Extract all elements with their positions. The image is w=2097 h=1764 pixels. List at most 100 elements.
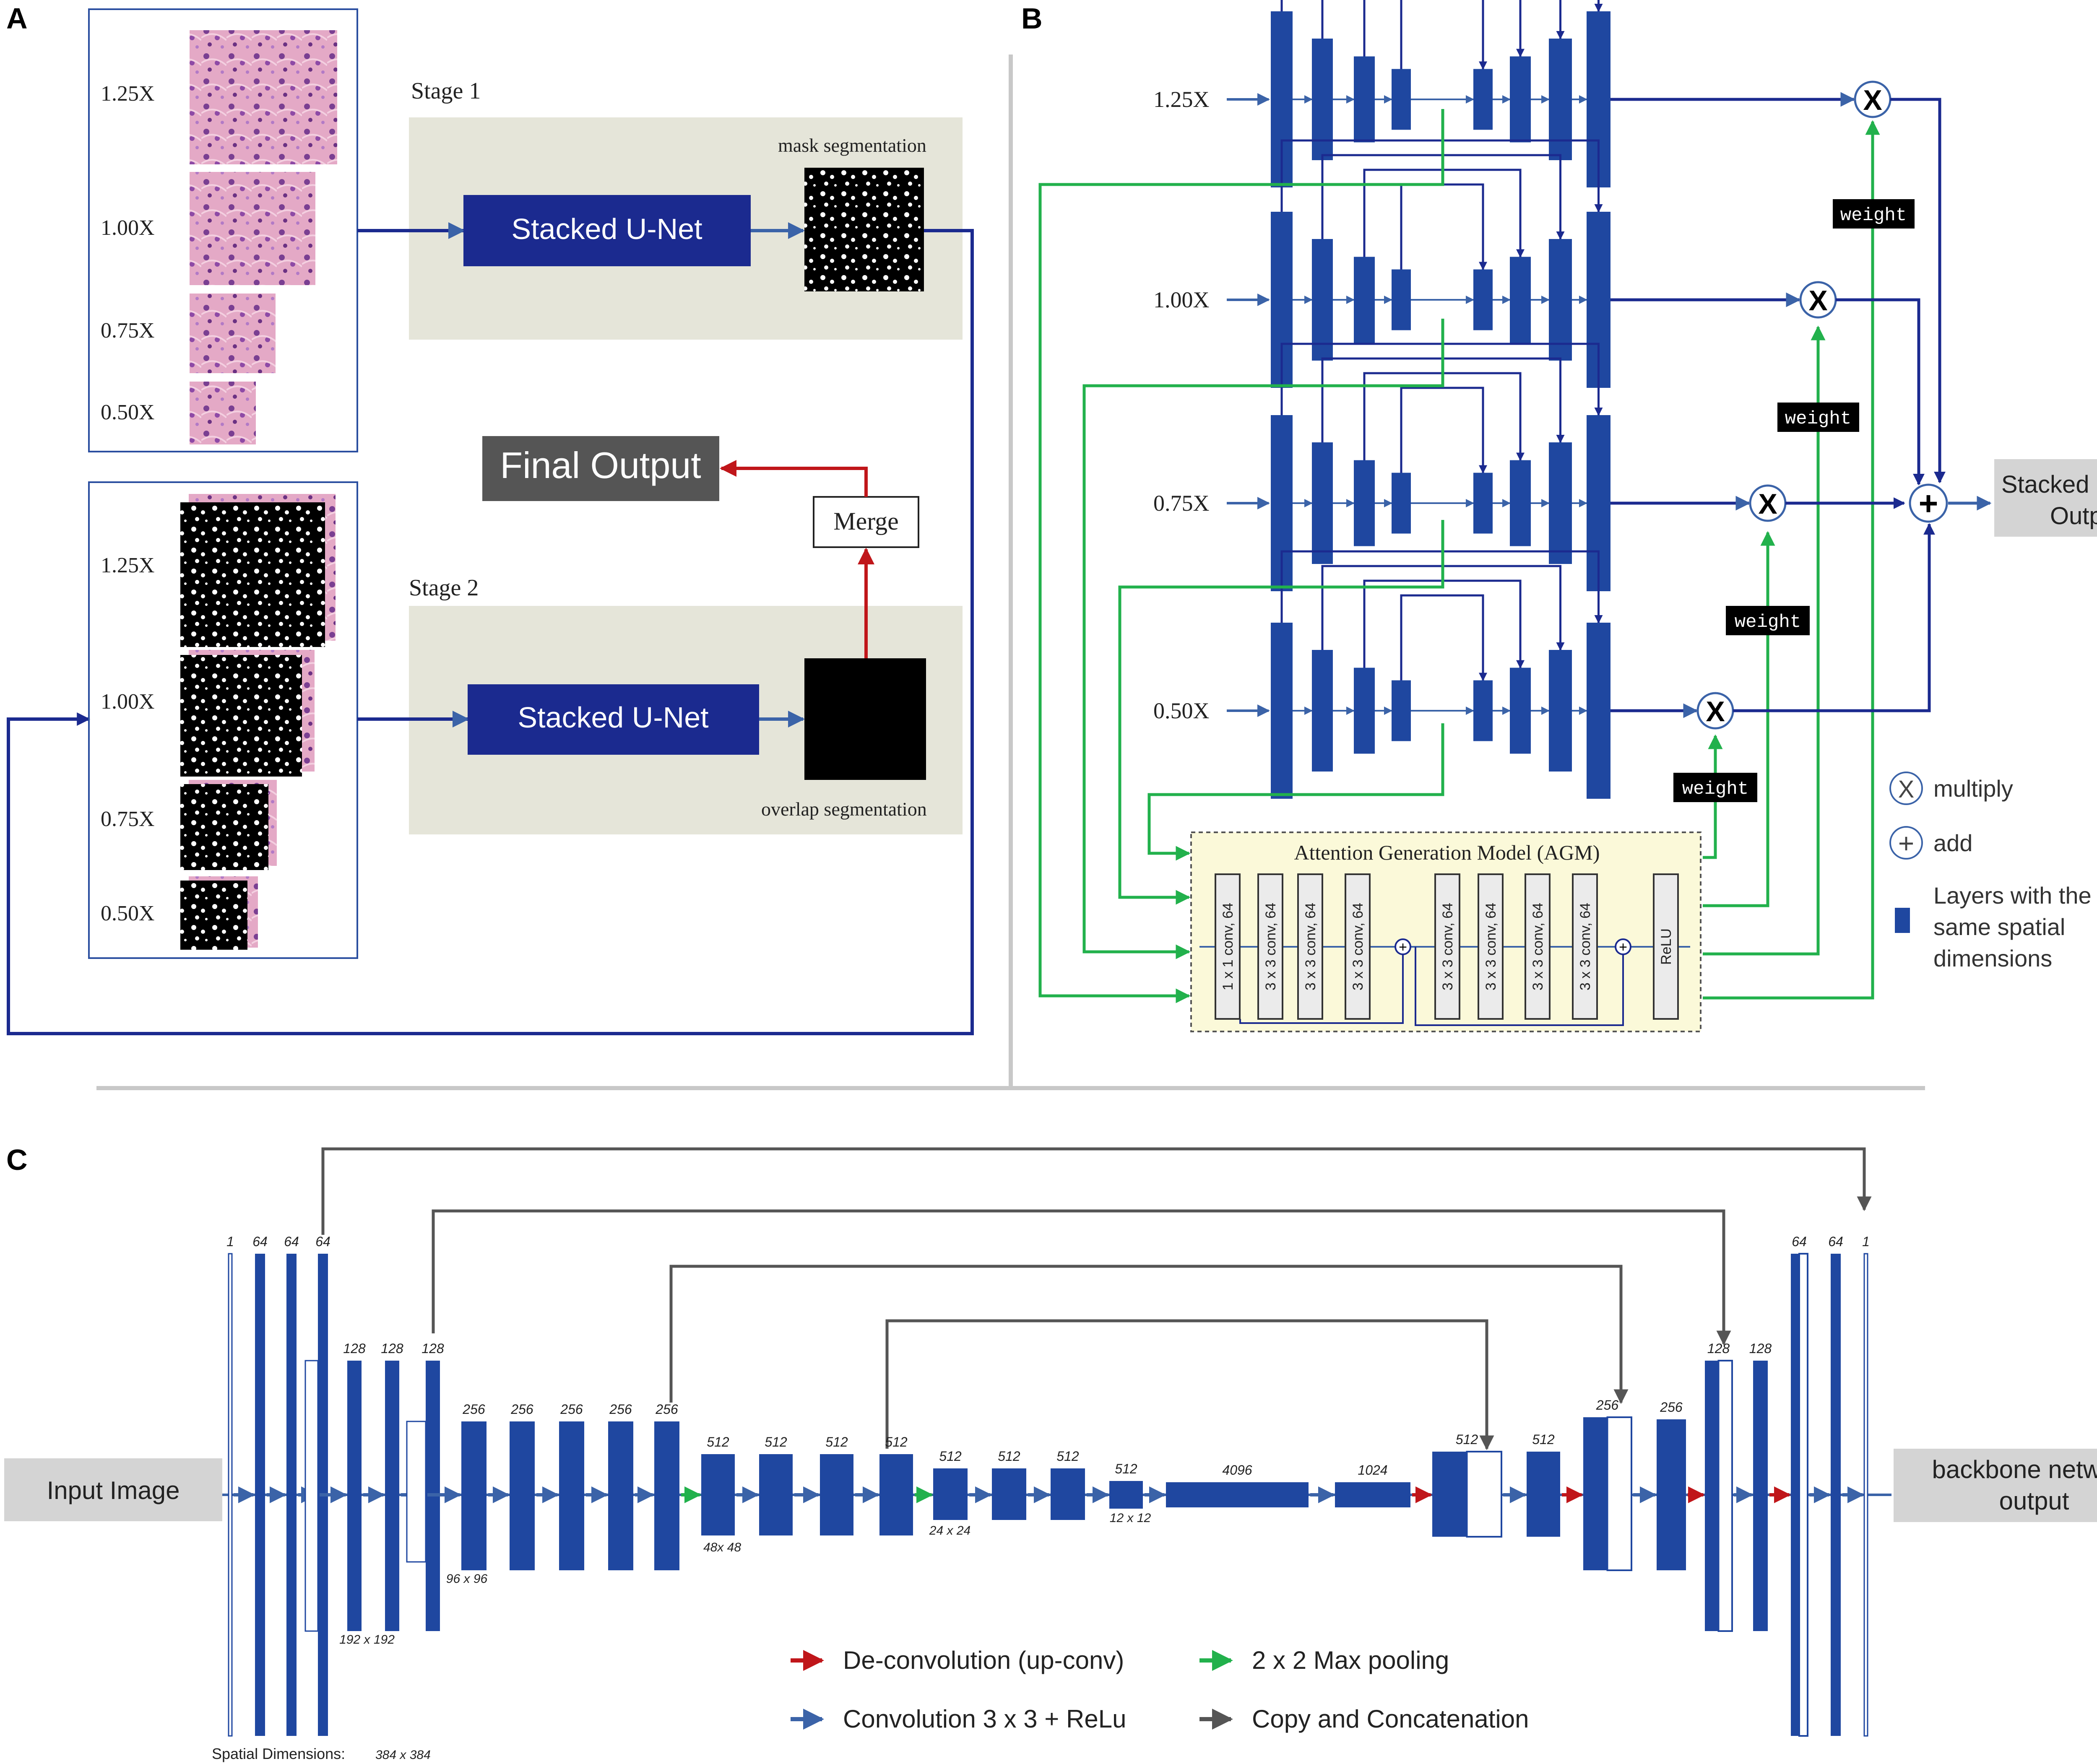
row-scale-label: 0.50X	[1153, 698, 1210, 723]
channel-label: 512	[1456, 1432, 1478, 1447]
channel-label: 64	[284, 1234, 299, 1249]
feature-map-block	[1432, 1452, 1467, 1537]
feature-map-block	[608, 1421, 633, 1570]
scale-label: 0.50X	[101, 400, 155, 424]
unet-layer-block	[1587, 623, 1610, 799]
input-image-box	[4, 1458, 222, 1521]
agm-layer-label: ReLU	[1658, 928, 1674, 965]
scale-label: 0.75X	[101, 807, 155, 831]
feature-map-block	[759, 1454, 793, 1535]
histology-patch	[190, 382, 256, 444]
add-node	[1909, 483, 1948, 523]
channel-label: 256	[655, 1402, 678, 1417]
weight-label: weight	[1682, 779, 1748, 800]
feature-map-block	[1335, 1482, 1410, 1507]
channel-label: 64	[252, 1234, 268, 1249]
stacked-unet-box-2	[468, 684, 759, 755]
input-scales-bottom: 1.25X 1.00X 0.75X 0.50X	[101, 494, 336, 950]
feature-map-block	[1051, 1468, 1085, 1520]
stacked-unets-output-line2: Output	[2050, 502, 2097, 530]
multiply-symbol: X	[1758, 488, 1777, 520]
agm-layer-block	[1478, 873, 1504, 1020]
feedback-line	[7, 229, 974, 1035]
channel-label: 64	[315, 1234, 330, 1249]
agm-layer-label: 3 x 3 conv, 64	[1303, 903, 1319, 990]
unet-row: 1.00X	[1153, 139, 1610, 388]
weight-label: weight	[1785, 408, 1851, 429]
row-skip-link	[1400, 594, 1487, 681]
feature-map-block	[1705, 1361, 1719, 1631]
agm-layer-block	[1525, 873, 1551, 1020]
unet-layer-block	[1312, 239, 1333, 361]
stacked-unet-box-1	[463, 195, 751, 266]
unet-row: 1.25X	[1153, 0, 1610, 187]
multiply-legend-symbol: X	[1898, 776, 1915, 803]
agm-layer-block	[1215, 873, 1241, 1020]
concat-block	[1798, 1253, 1808, 1737]
scale-label: 1.25X	[101, 553, 155, 577]
unet-layer-block	[1473, 269, 1493, 330]
unet-layer-block	[1510, 668, 1531, 754]
concat-block	[1466, 1451, 1502, 1538]
feature-map-block	[933, 1468, 968, 1520]
feature-map-block	[1791, 1254, 1799, 1736]
layer-legend-line3: dimensions	[1933, 945, 2052, 972]
feature-map-block	[255, 1254, 265, 1736]
agm-layer-block	[1257, 873, 1283, 1020]
histology-patch	[190, 172, 315, 285]
spatial-label: 24 x 24	[929, 1524, 970, 1538]
merge-box	[813, 496, 919, 548]
add-symbol: +	[1919, 485, 1938, 522]
agm-add-node	[1615, 938, 1631, 955]
channel-label: 128	[381, 1341, 403, 1356]
unet-layer-block	[1354, 460, 1375, 546]
feature-map-block	[1109, 1481, 1143, 1509]
row-skip-link	[1321, 0, 1565, 39]
multiply-nodes: X X X X	[1610, 81, 1891, 730]
row-scale-label: 0.75X	[1153, 491, 1210, 516]
panel-b-letter: B	[1021, 2, 1043, 35]
feature-map-block	[820, 1454, 853, 1535]
row-skip-link	[1400, 183, 1487, 270]
agm-add-symbol: +	[1619, 939, 1627, 955]
channel-label: 128	[421, 1341, 444, 1356]
unet-layer-block	[1271, 623, 1293, 799]
channel-label: 128	[343, 1341, 366, 1356]
conv-legend-label: Convolution 3 x 3 + ReLu	[843, 1705, 1126, 1733]
feature-map-block	[304, 1360, 319, 1632]
unet-layer-block	[1392, 269, 1411, 330]
channel-label: 256	[609, 1402, 632, 1417]
unet-layer-block	[1392, 69, 1411, 130]
histology-patch	[190, 294, 276, 373]
channel-label: 512	[1115, 1461, 1137, 1476]
skip-connections	[321, 1147, 1872, 1450]
feature-map-block	[385, 1361, 399, 1631]
row-skip-link	[1280, 139, 1603, 213]
row-skip-link	[1280, 343, 1603, 416]
unet-layer-block	[1354, 56, 1375, 143]
merge-label: Merge	[833, 507, 899, 535]
agm-layer-block	[1572, 873, 1598, 1020]
feature-map-block	[347, 1361, 362, 1631]
add-legend-symbol: +	[1898, 828, 1915, 859]
agm-layer-label: 3 x 3 conv, 64	[1530, 903, 1546, 990]
mask-segmentation-image	[804, 168, 924, 291]
multiply-symbol: X	[1706, 696, 1725, 727]
unet-layer-block	[1312, 650, 1333, 772]
feature-map-block	[1657, 1419, 1686, 1570]
feature-map-block	[461, 1421, 487, 1570]
agm-add-symbol: +	[1399, 939, 1407, 955]
agm-layer-label: 1 x 1 conv, 64	[1220, 903, 1236, 990]
feature-map-block	[406, 1421, 427, 1563]
unet-layer-block	[1473, 473, 1493, 534]
stage2-label: Stage 2	[409, 575, 479, 601]
mask-patch	[180, 784, 268, 870]
unet-layer-block	[1392, 680, 1411, 741]
channel-label: 1024	[1358, 1463, 1387, 1478]
feature-map-block	[701, 1454, 735, 1535]
feature-map-block	[879, 1454, 913, 1535]
backbone-output-line1: backbone network	[1932, 1455, 2097, 1483]
input-scales-top: 1.25X 1.00X 0.75X 0.50X	[101, 30, 337, 444]
channel-label: 256	[560, 1402, 583, 1417]
agm-layer-label: 3 x 3 conv, 64	[1483, 903, 1499, 990]
